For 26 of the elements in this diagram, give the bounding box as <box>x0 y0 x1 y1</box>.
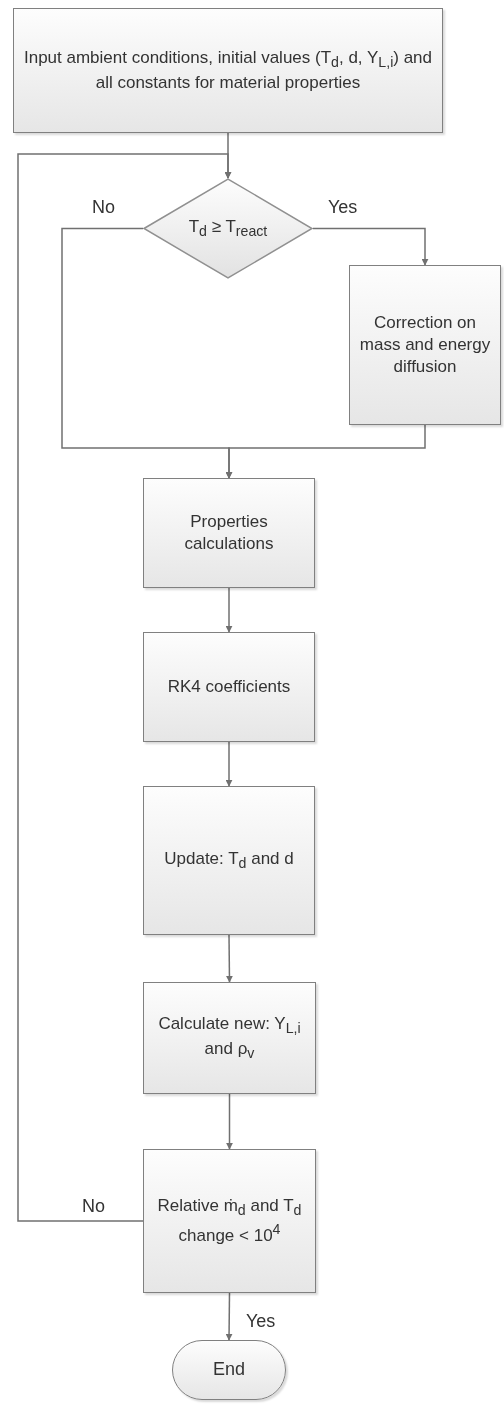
process-box <box>143 982 316 1094</box>
node-text: Properties calculations <box>183 510 275 555</box>
terminal-box <box>172 1340 286 1400</box>
decision-diamond <box>143 178 313 279</box>
arrow <box>225 934 233 983</box>
node-text: T$_{d}$ ≥ T$_{react}$ <box>188 216 268 241</box>
process-box <box>143 1149 316 1293</box>
arrow <box>225 741 233 787</box>
process-box <box>143 478 315 588</box>
process-box <box>13 8 443 133</box>
process-box <box>143 786 315 935</box>
node-text: Relative ṁ$_{d}$ and T$_{d}$ change < 10$^{4}$ <box>156 1195 303 1247</box>
process-box <box>349 265 501 425</box>
arrow <box>226 1093 233 1150</box>
node-text: Update: T$_{d}$ and d <box>164 848 294 873</box>
arrow <box>225 1292 233 1341</box>
arrow <box>225 587 233 633</box>
node-text: Input ambient conditions, initial values (T$_{d}$, d, Y$_{L,i}$) and all constants for material properties <box>22 47 434 94</box>
arrow <box>17 153 232 1222</box>
node-text: RK4 coefficients <box>167 675 291 698</box>
node-text: Correction on mass and energy diffusion <box>358 311 492 379</box>
arrow <box>312 227 429 266</box>
node-text: End <box>213 1358 245 1382</box>
process-box <box>143 632 315 742</box>
node-text: Calculate new: Y$_{L,i}$ and ρ$_{v}$ <box>157 1013 302 1063</box>
arrow <box>225 424 426 479</box>
